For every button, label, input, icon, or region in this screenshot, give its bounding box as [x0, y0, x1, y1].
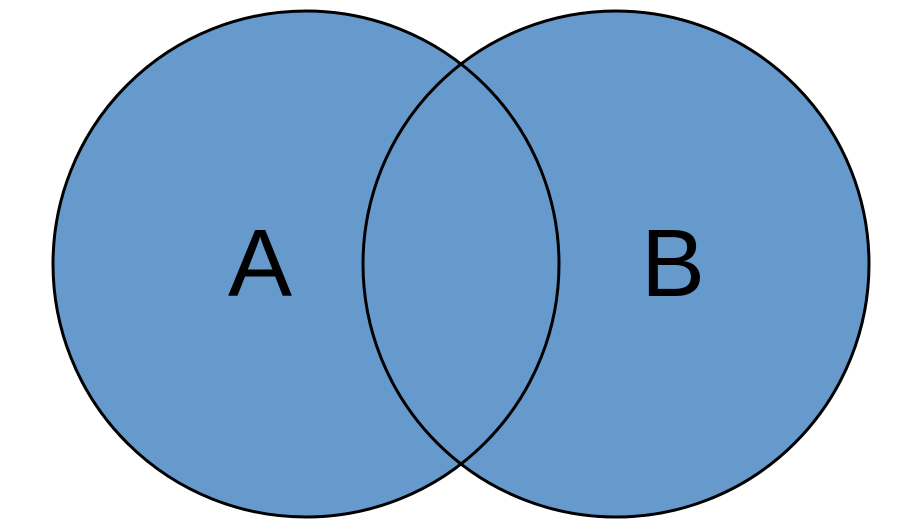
set-b-label: B: [641, 210, 705, 317]
set-b-outline: [361, 9, 871, 519]
set-a-outline: [51, 9, 561, 519]
set-b-circle: [363, 11, 869, 517]
set-a-label: A: [228, 210, 292, 317]
